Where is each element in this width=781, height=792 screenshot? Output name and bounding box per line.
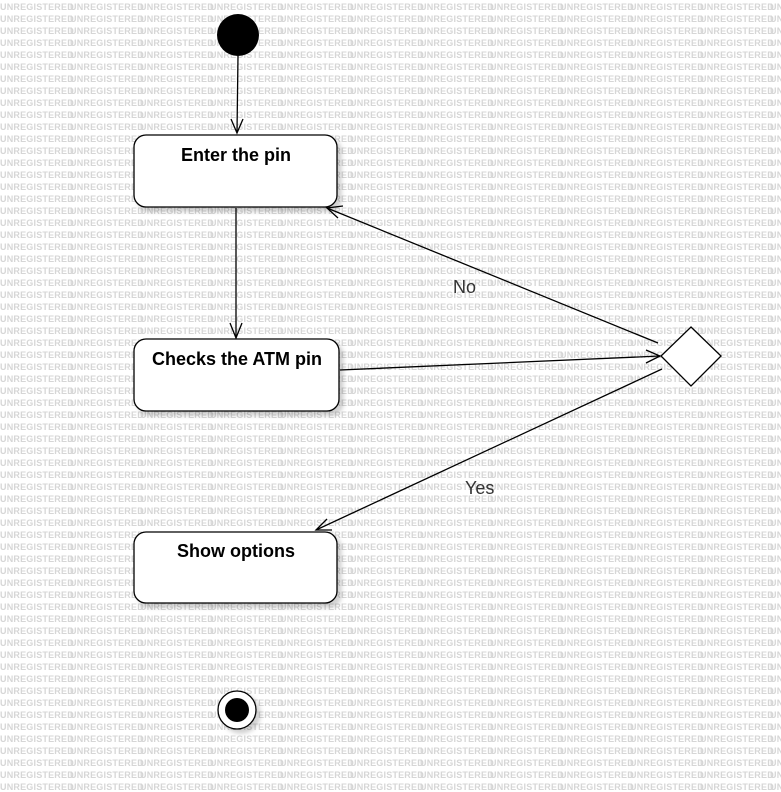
action-check-pin-label: Checks the ATM pin [152,349,322,369]
final-node[interactable] [217,690,257,730]
action-enter-pin[interactable]: Enter the pin [133,134,338,208]
guard-yes-label: Yes [465,478,494,498]
edge-enter-pin-to-check-pin [229,208,243,340]
action-enter-pin-label: Enter the pin [181,145,291,165]
action-show-options[interactable]: Show options [133,531,338,604]
edge-decision-yes-to-show-options [314,368,663,531]
initial-node[interactable] [217,14,259,56]
edge-decision-no-to-enter-pin [325,205,659,344]
guard-no-label: No [453,277,476,297]
action-show-options-label: Show options [177,541,295,561]
edge-check-pin-to-decision [339,349,662,371]
edge-start-to-enter-pin [230,55,244,135]
action-check-pin[interactable]: Checks the ATM pin [133,338,340,412]
decision-node[interactable] [660,326,722,387]
